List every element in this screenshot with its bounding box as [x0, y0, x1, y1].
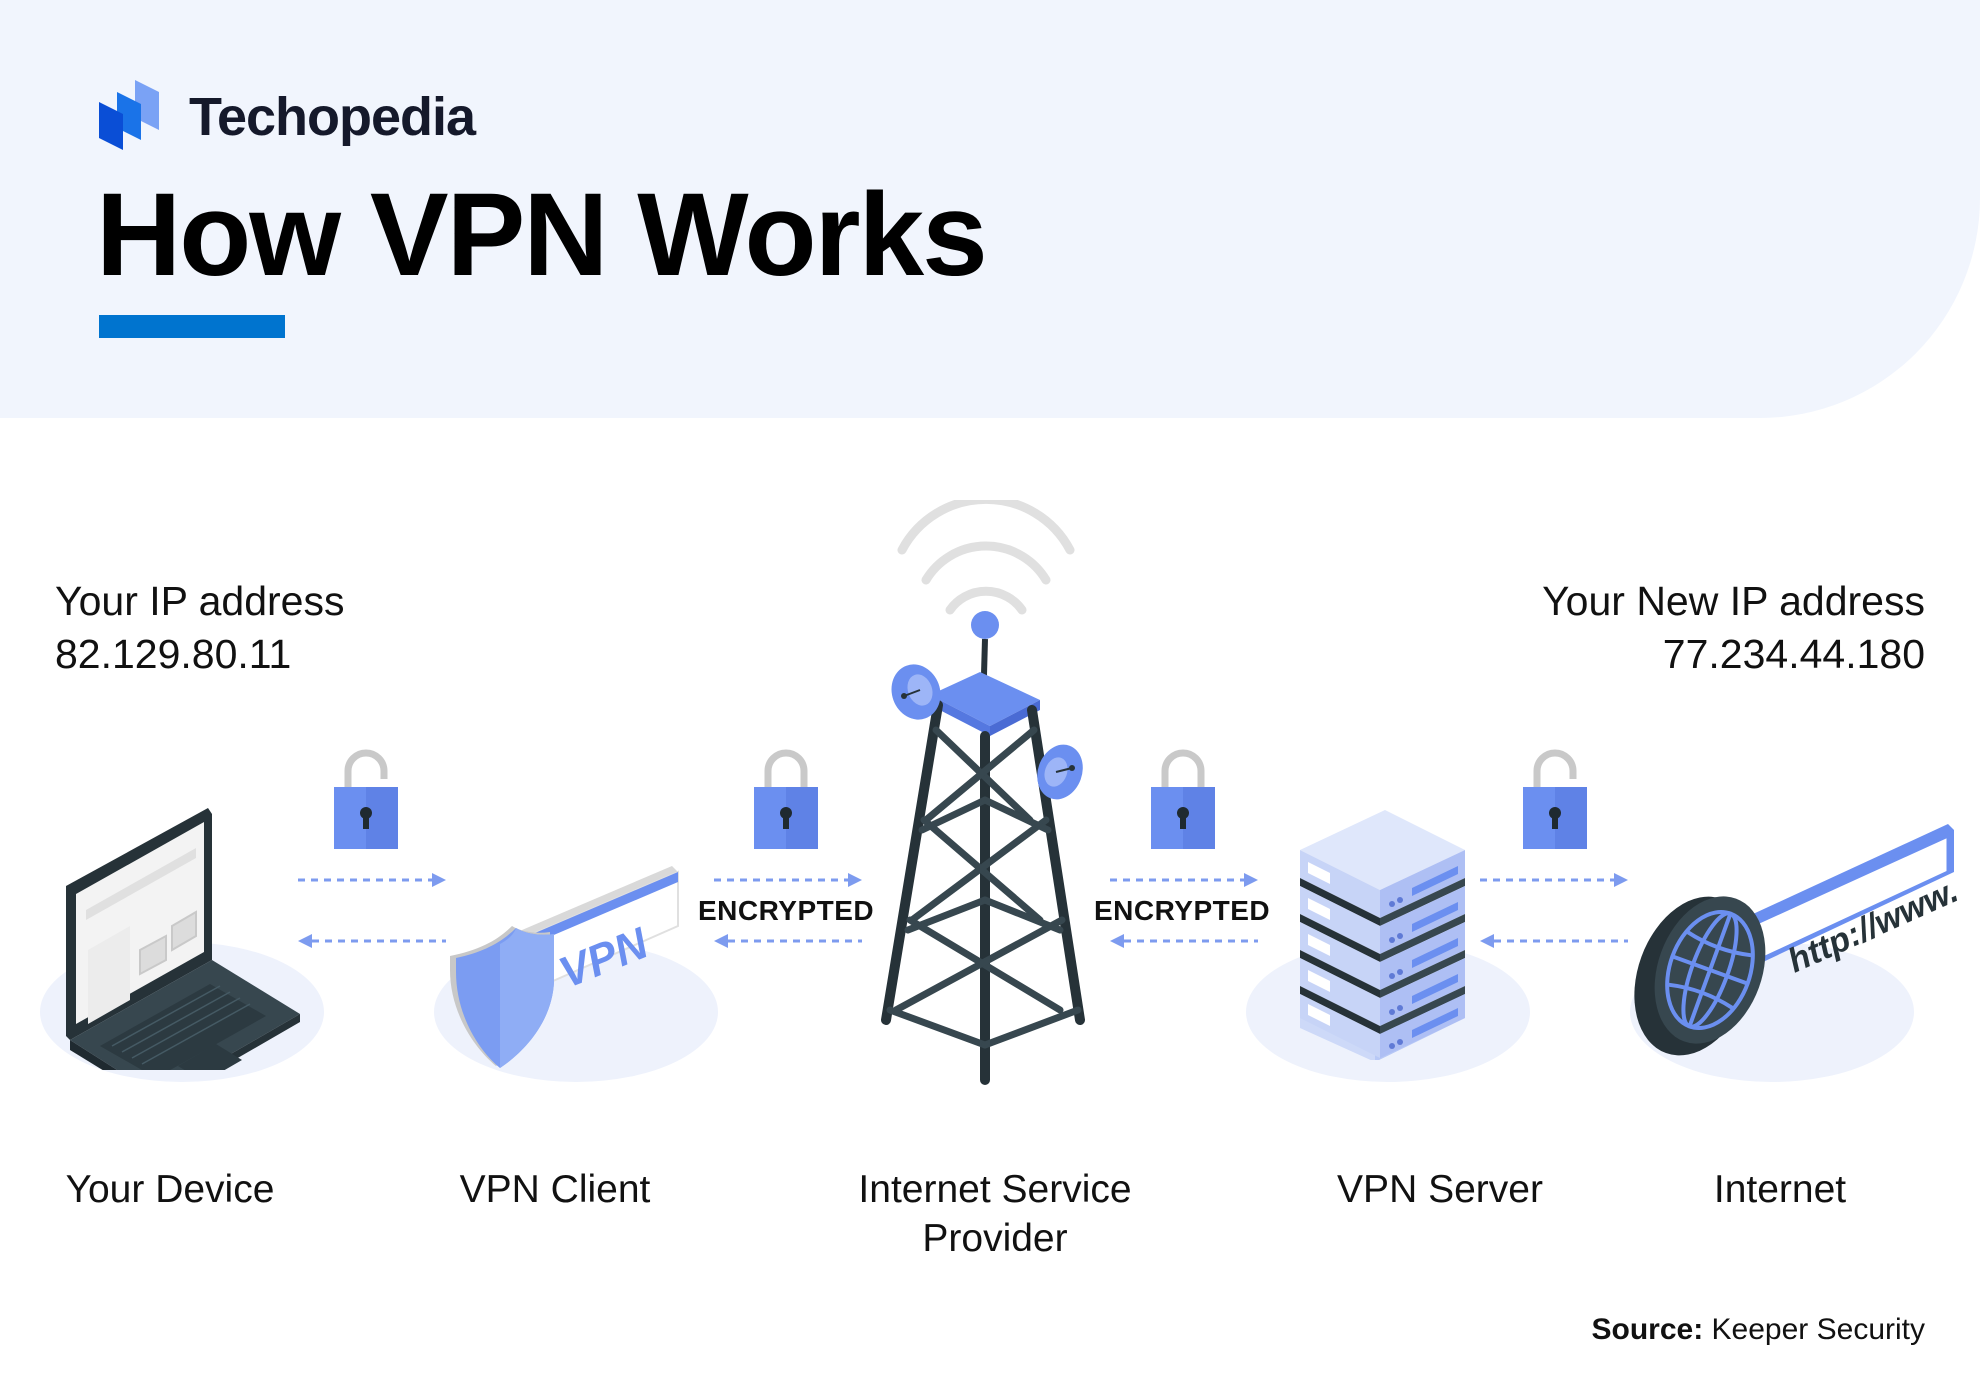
- original-ip-label: Your IP address: [55, 578, 345, 624]
- page-title: How VPN Works: [96, 169, 988, 301]
- new-ip-label: Your New IP address: [1542, 578, 1925, 624]
- techopedia-logo[interactable]: Techopedia: [97, 78, 476, 155]
- unlocked-padlock-icon: [1517, 745, 1593, 860]
- node-label-vpn-server: VPN Server: [1337, 1168, 1543, 1211]
- header-background: [0, 0, 1980, 418]
- node-label-isp-line2: Provider: [922, 1217, 1068, 1260]
- cell-tower-icon: [870, 494, 1100, 1090]
- server-stack-icon: [1290, 800, 1480, 1062]
- node-label-internet: Internet: [1713, 1168, 1847, 1211]
- techopedia-logo-icon: [97, 78, 167, 155]
- node-label-isp: Internet Service Provider: [820, 1165, 1170, 1263]
- unlocked-padlock-icon: [328, 745, 404, 860]
- source-credit: Source: Keeper Security: [1592, 1313, 1926, 1347]
- original-ip-block: Your IP address 82.129.80.11: [55, 575, 344, 681]
- vpn-shield-icon: VPN: [440, 860, 680, 1070]
- laptop-icon: [60, 800, 310, 1104]
- title-underline: [99, 315, 285, 338]
- node-label-your-device: Your Device: [65, 1168, 275, 1211]
- node-label-vpn-client: VPN Client: [459, 1168, 651, 1211]
- new-ip-block: Your New IP address 77.234.44.180: [1542, 575, 1925, 681]
- brand-name: Techopedia: [189, 86, 476, 147]
- globe-url-icon: http://www.: [1630, 820, 1964, 1070]
- encrypted-label: ENCRYPTED: [1094, 895, 1271, 926]
- new-ip-value: 77.234.44.180: [1662, 631, 1925, 677]
- encrypted-label: ENCRYPTED: [698, 895, 875, 926]
- node-label-isp-line1: Internet Service: [858, 1168, 1132, 1211]
- locked-padlock-icon: [748, 745, 824, 860]
- locked-padlock-icon: [1145, 745, 1221, 860]
- source-label: Source:: [1591, 1313, 1704, 1346]
- source-value: Keeper Security: [1711, 1313, 1925, 1346]
- original-ip-value: 82.129.80.11: [55, 631, 292, 677]
